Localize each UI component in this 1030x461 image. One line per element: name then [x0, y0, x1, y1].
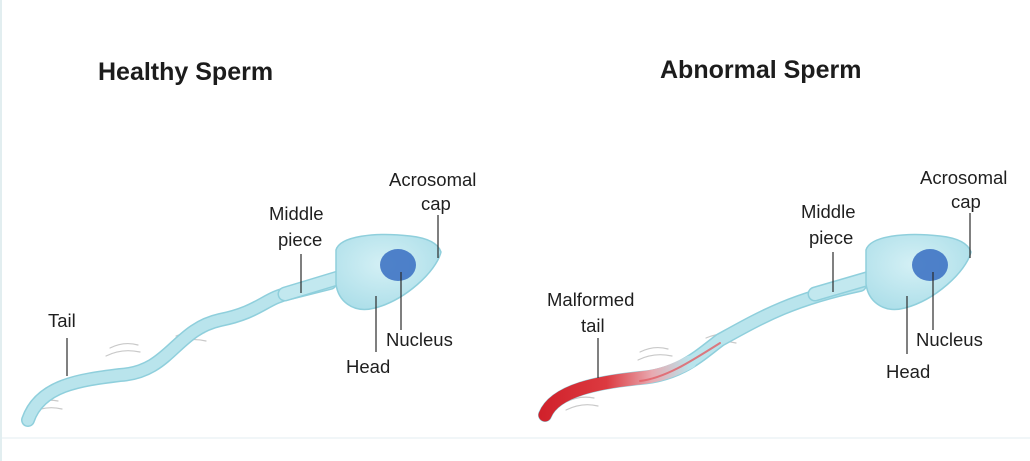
abnormal-label-cap: cap — [951, 191, 981, 212]
healthy-panel: Healthy Sperm Tail Middle piece Acrosoma… — [21, 58, 476, 427]
abnormal-title: Abnormal Sperm — [660, 56, 861, 84]
healthy-label-nucleus: Nucleus — [386, 329, 453, 350]
healthy-nucleus — [380, 249, 416, 281]
abnormal-label-piece: piece — [809, 227, 853, 248]
healthy-label-acrosomal: Acrosomal — [389, 169, 476, 190]
abnormal-nucleus — [912, 249, 948, 281]
abnormal-label-malformed: Malformed — [547, 289, 634, 310]
abnormal-label-middle: Middle — [801, 201, 856, 222]
healthy-label-head: Head — [346, 356, 390, 377]
healthy-label-cap: cap — [421, 193, 451, 214]
healthy-title: Healthy Sperm — [98, 58, 273, 86]
abnormal-label-tail: tail — [581, 315, 605, 336]
healthy-label-tail: Tail — [48, 310, 76, 331]
abnormal-label-head: Head — [886, 361, 930, 382]
healthy-tail — [21, 276, 337, 427]
abnormal-panel: Abnormal Sperm Malformed tail — [538, 56, 1007, 422]
abnormal-label-acrosomal: Acrosomal — [920, 167, 1007, 188]
healthy-label-piece: piece — [278, 229, 322, 250]
abnormal-malformed-tail — [538, 355, 697, 422]
abnormal-label-nucleus: Nucleus — [916, 329, 983, 350]
healthy-label-middle: Middle — [269, 203, 324, 224]
